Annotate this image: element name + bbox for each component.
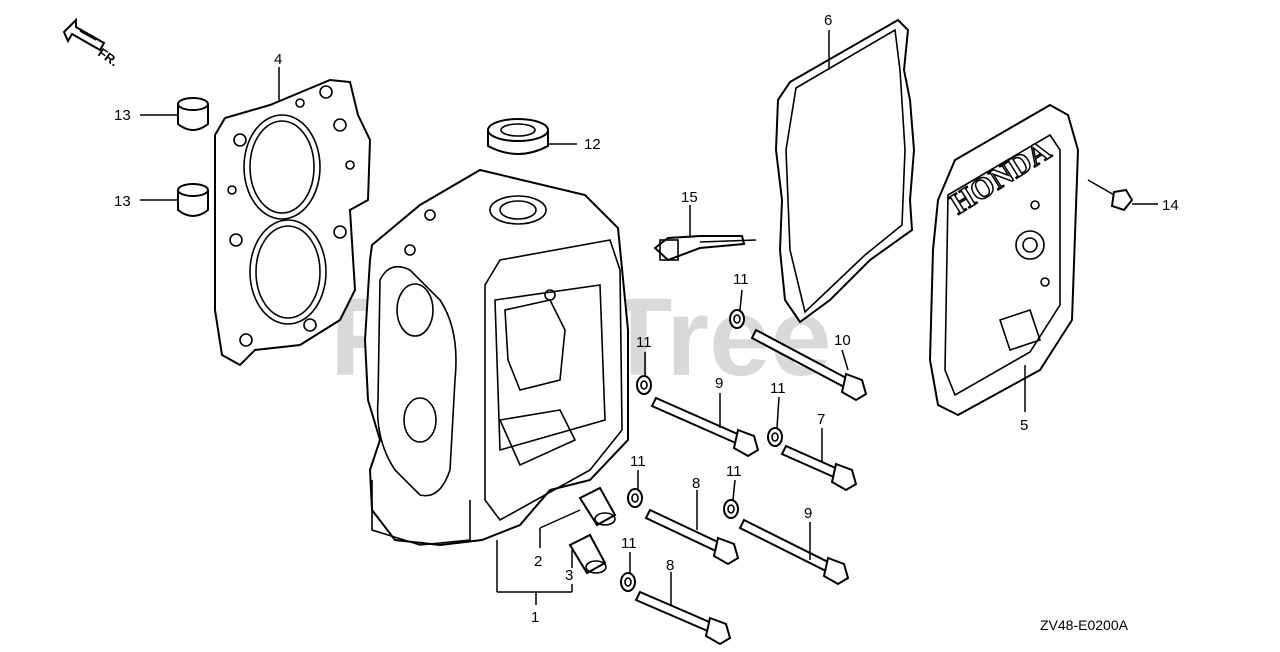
leader-lines	[140, 30, 1158, 606]
washer-1[interactable]	[729, 309, 745, 329]
bolt-9-lower[interactable]	[738, 518, 850, 586]
callout-2: 2	[534, 553, 542, 570]
callout-11-c: 11	[770, 380, 786, 397]
spark-plug[interactable]	[653, 235, 757, 262]
collar-3[interactable]	[568, 533, 607, 575]
callout-12: 12	[584, 136, 601, 153]
callout-1: 1	[531, 609, 539, 626]
callout-11-d: 11	[630, 453, 646, 470]
washer-2[interactable]	[636, 375, 652, 395]
callout-13-upper: 13	[114, 107, 131, 124]
collar-2[interactable]	[578, 486, 617, 527]
cylinder-head[interactable]	[363, 168, 629, 547]
callout-4: 4	[274, 51, 282, 68]
callout-5: 5	[1020, 417, 1028, 434]
callout-7: 7	[817, 411, 825, 428]
washer-6[interactable]	[620, 572, 636, 592]
bolt-9-upper[interactable]	[650, 396, 760, 458]
cylinder-head-cover[interactable]: HONDA	[928, 103, 1080, 417]
washer-5[interactable]	[723, 499, 739, 519]
washer-4[interactable]	[627, 488, 643, 508]
callout-15: 15	[681, 189, 698, 206]
bolt-10[interactable]	[750, 328, 868, 402]
bolt-7[interactable]	[780, 444, 858, 492]
callout-8-lower: 8	[666, 557, 674, 574]
callout-14: 14	[1162, 197, 1179, 214]
cylinder-head-gasket[interactable]	[214, 78, 372, 367]
callout-11-e: 11	[726, 463, 742, 480]
dowel-pin-upper[interactable]	[177, 97, 209, 131]
callout-11-f: 11	[621, 535, 637, 552]
callout-9-lower: 9	[804, 505, 812, 522]
bolt-14[interactable]	[1087, 179, 1134, 212]
diagram-code: ZV48-E0200A	[1040, 617, 1129, 633]
bolt-8-lower[interactable]	[634, 590, 732, 646]
head-cover-gasket[interactable]	[774, 18, 916, 324]
callout-3: 3	[565, 567, 573, 584]
callout-9-upper: 9	[715, 375, 723, 392]
callout-6: 6	[824, 12, 832, 29]
washer-3[interactable]	[767, 427, 783, 447]
callout-11-a: 11	[733, 271, 749, 288]
callout-8-upper: 8	[692, 475, 700, 492]
callout-11-b: 11	[636, 334, 652, 351]
oil-seal[interactable]	[487, 118, 549, 155]
dowel-pin-lower[interactable]	[177, 183, 209, 217]
front-direction-arrow-icon	[62, 17, 106, 52]
callout-10: 10	[834, 332, 851, 349]
bolt-8-upper[interactable]	[644, 508, 740, 566]
callout-13-lower: 13	[114, 193, 131, 210]
